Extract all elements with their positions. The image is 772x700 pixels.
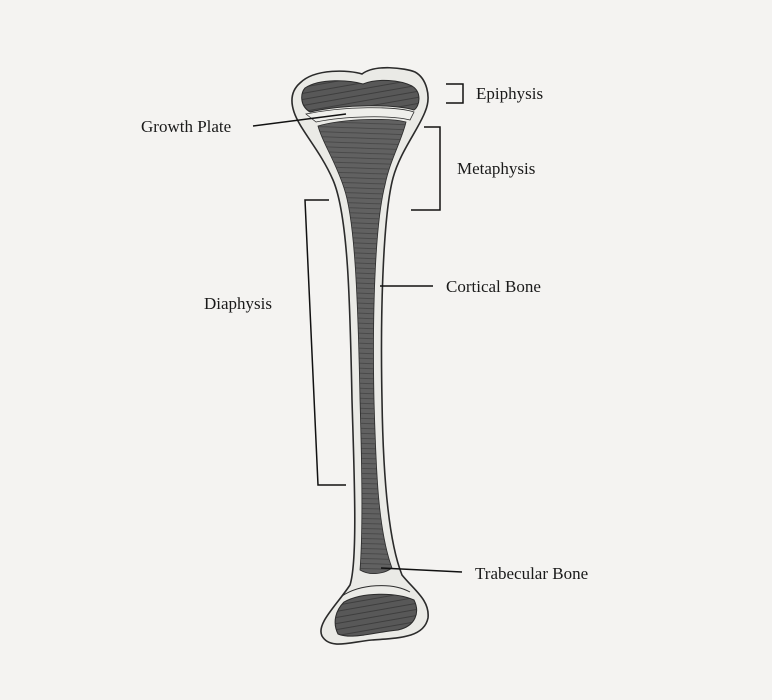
marrow-cavity bbox=[318, 119, 406, 573]
label-metaphysis: Metaphysis bbox=[457, 160, 535, 177]
diaphysis-bracket bbox=[305, 200, 346, 485]
label-diaphysis: Diaphysis bbox=[204, 295, 272, 312]
metaphysis-bracket bbox=[411, 127, 440, 210]
label-cortical-bone: Cortical Bone bbox=[446, 278, 541, 295]
label-trabecular-bone: Trabecular Bone bbox=[475, 565, 588, 582]
label-growth-plate: Growth Plate bbox=[141, 118, 231, 135]
epiphysis-bracket bbox=[446, 84, 463, 103]
label-epiphysis: Epiphysis bbox=[476, 85, 543, 102]
